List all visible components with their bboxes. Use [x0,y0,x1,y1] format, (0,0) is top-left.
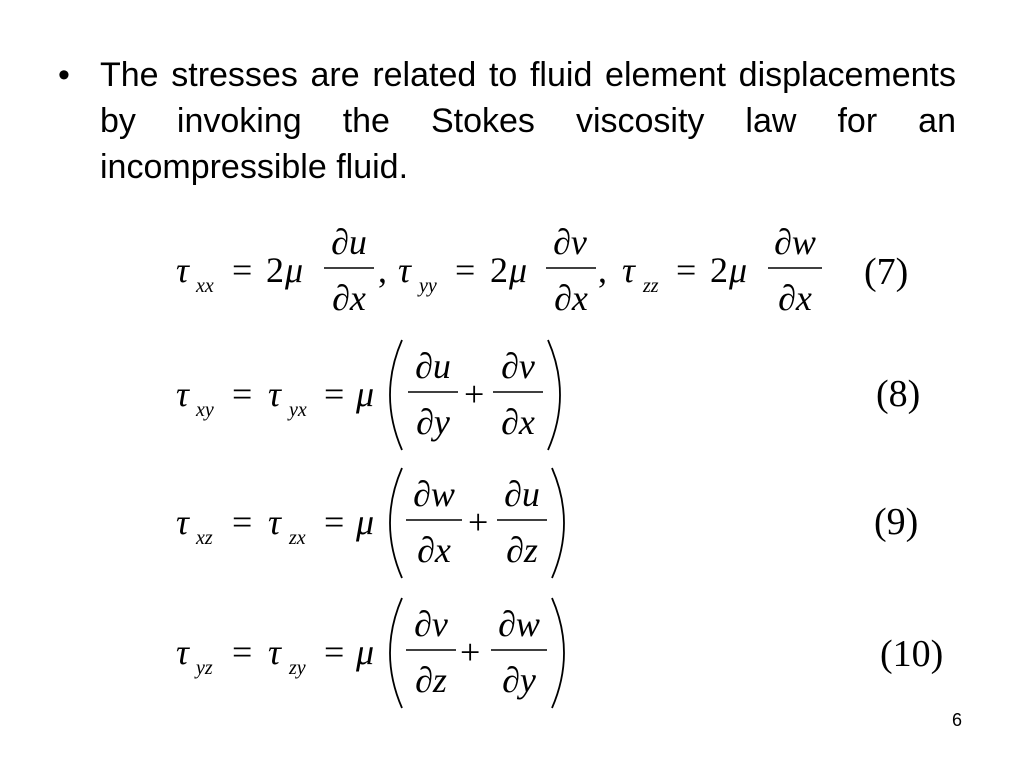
coefficient-two: 2 [710,250,728,290]
equals-sign: = [232,502,252,542]
fraction-numerator: ∂w [774,222,816,262]
tau-subscript: zy [288,657,306,679]
fraction-numerator: ∂w [498,604,540,644]
bullet-symbol: • [58,56,70,94]
tau-symbol: τ [268,502,282,542]
tau-subscript: yy [417,275,437,297]
equals-sign: = [232,250,252,290]
comma: , [378,250,387,290]
mu-symbol: μ [728,250,747,290]
tau-symbol: τ [176,632,190,672]
mu-symbol: μ [284,250,303,290]
fraction-numerator: ∂v [414,604,448,644]
fraction-denominator: ∂x [417,530,451,570]
fraction-numerator: ∂v [553,222,587,262]
tau-subscript: xz [195,527,213,549]
equals-sign: = [455,250,475,290]
equation-number: (8) [876,373,920,415]
tau-symbol: τ [176,374,190,414]
fraction-numerator: ∂u [504,474,540,514]
fraction-denominator: ∂x [332,278,366,318]
tau-subscript: yx [287,399,307,421]
equation-number: (10) [880,633,943,675]
fraction-numerator: ∂w [413,474,455,514]
comma: , [598,250,607,290]
equation-8: τ xy = τ yx = μ ∂u ∂y + ∂v ∂x (8) [176,339,920,451]
equation-number: (7) [864,251,908,293]
right-parenthesis [551,597,565,709]
left-parenthesis [389,339,403,451]
tau-symbol: τ [268,632,282,672]
fraction-denominator: ∂x [778,278,812,318]
fraction-denominator: ∂x [501,402,535,442]
equals-sign: = [232,632,252,672]
equation-number: (9) [874,501,918,543]
coefficient-two: 2 [266,250,284,290]
tau-subscript: zz [642,275,659,297]
right-parenthesis [551,467,565,579]
bullet-text: The stresses are related to fluid elemen… [100,56,956,186]
tau-symbol: τ [622,250,636,290]
left-parenthesis [389,467,403,579]
fraction-denominator: ∂z [415,660,447,700]
mu-symbol: μ [355,502,374,542]
equation-10: τ yz = τ zy = μ ∂v ∂z + ∂w ∂y (10) [176,597,943,709]
left-parenthesis [389,597,403,709]
page-number: 6 [951,710,962,730]
coefficient-two: 2 [490,250,508,290]
right-parenthesis [547,339,561,451]
fraction-numerator: ∂u [415,346,451,386]
tau-symbol: τ [176,502,190,542]
plus-sign: + [468,502,488,542]
plus-sign: + [460,632,480,672]
plus-sign: + [464,374,484,414]
fraction-denominator: ∂y [416,402,450,442]
fraction-denominator: ∂z [506,530,538,570]
equation-7: τ xx = 2 μ ∂u ∂x , τ yy = 2 μ ∂v ∂x , τ … [176,222,908,318]
equals-sign: = [324,374,344,414]
tau-subscript: yz [194,657,213,679]
tau-subscript: xy [195,399,214,421]
equation-9: τ xz = τ zx = μ ∂w ∂x + ∂u ∂z (9) [176,467,918,579]
tau-symbol: τ [398,250,412,290]
fraction-numerator: ∂v [501,346,535,386]
equals-sign: = [324,502,344,542]
tau-symbol: τ [268,374,282,414]
fraction-numerator: ∂u [331,222,367,262]
mu-symbol: μ [508,250,527,290]
fraction-denominator: ∂y [502,660,536,700]
tau-subscript: zx [288,527,306,549]
fraction-denominator: ∂x [554,278,588,318]
equals-sign: = [324,632,344,672]
tau-symbol: τ [176,250,190,290]
tau-subscript: xx [195,275,214,297]
equals-sign: = [676,250,696,290]
equals-sign: = [232,374,252,414]
bullet-item: • The stresses are related to fluid elem… [58,52,956,190]
mu-symbol: μ [355,374,374,414]
mu-symbol: μ [355,632,374,672]
